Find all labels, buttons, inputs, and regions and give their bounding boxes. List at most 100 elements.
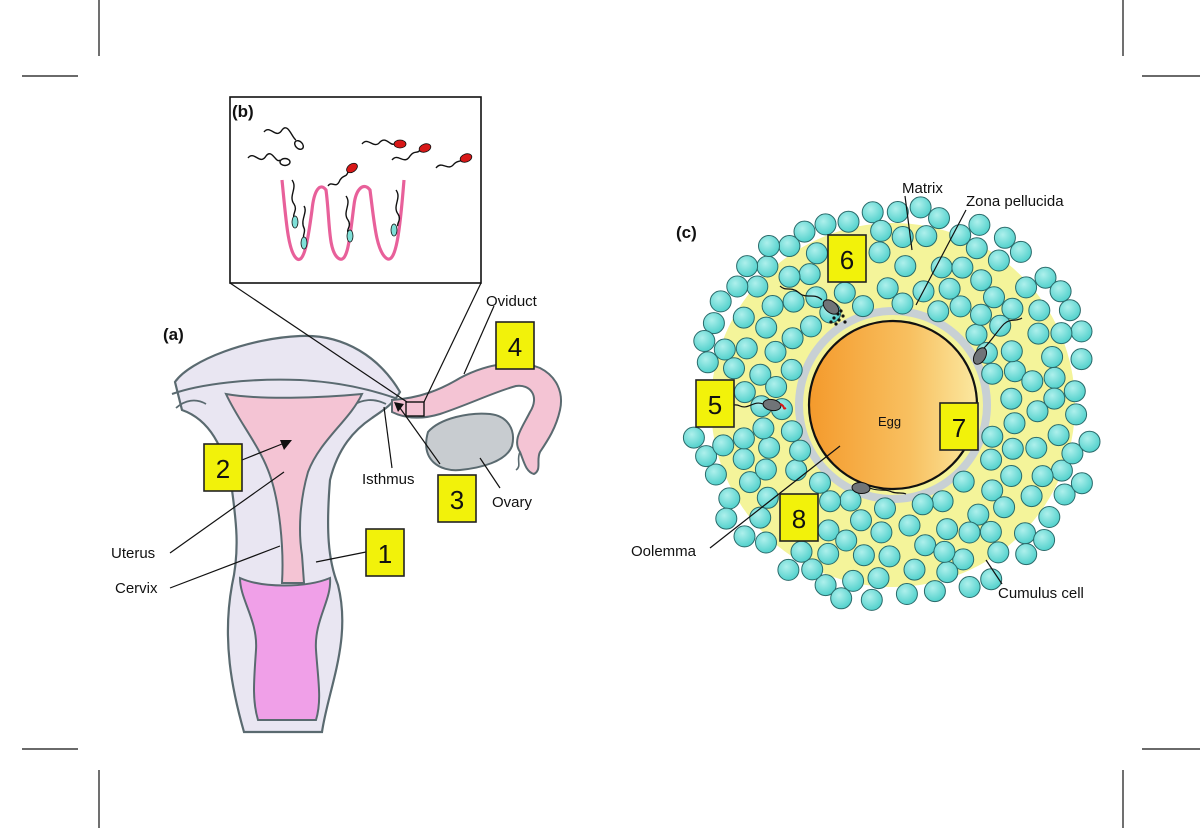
marker-6: 6 bbox=[827, 234, 867, 283]
cumulus-cell bbox=[785, 459, 808, 482]
cumulus-cell bbox=[965, 323, 988, 346]
cumulus-cell bbox=[931, 490, 954, 513]
cumulus-cell bbox=[800, 315, 822, 338]
cumulus-cell bbox=[695, 445, 718, 468]
panel-label-c: (c) bbox=[676, 223, 697, 242]
uterine-cavity bbox=[224, 392, 364, 584]
cumulus-cell bbox=[693, 330, 716, 352]
leader-lines-a bbox=[169, 305, 501, 589]
cumulus-cell bbox=[754, 458, 777, 481]
cumulus-cell bbox=[749, 363, 772, 386]
cumulus-cell bbox=[861, 201, 884, 224]
sperm-bound bbox=[291, 179, 401, 250]
cumulus-cell bbox=[1026, 400, 1049, 423]
oviduct-crypts bbox=[280, 179, 406, 262]
cumulus-cell bbox=[981, 362, 1004, 385]
cumulus-cell bbox=[798, 263, 821, 286]
label-uterus: Uterus bbox=[111, 545, 155, 562]
cumulus-cell bbox=[752, 417, 775, 440]
marker-6-label: 6 bbox=[840, 245, 854, 275]
cumulus-cell bbox=[718, 487, 741, 510]
cumulus-cell bbox=[830, 587, 853, 610]
cumulus-cell bbox=[715, 507, 738, 530]
cumulus-cell bbox=[967, 503, 990, 526]
marker-1-label: 1 bbox=[378, 539, 392, 569]
marker-4: 4 bbox=[495, 321, 535, 370]
cumulus-cell bbox=[809, 471, 831, 494]
zoom-line-right bbox=[423, 282, 482, 403]
cumulus-cell bbox=[989, 314, 1012, 337]
cumulus-cell bbox=[733, 525, 756, 548]
cumulus-cell bbox=[1015, 276, 1038, 299]
cumulus-cell bbox=[1041, 346, 1064, 368]
cumulus-cell bbox=[1043, 387, 1066, 410]
label-matrix: Matrix bbox=[902, 180, 943, 197]
cumulus-cell bbox=[850, 509, 872, 532]
cumulus-cell bbox=[709, 290, 732, 313]
cumulus-cell bbox=[805, 242, 828, 265]
cumulus-cell bbox=[1034, 266, 1057, 289]
cumulus-cell bbox=[735, 337, 758, 360]
cumulus-cell bbox=[777, 558, 800, 581]
sperm-red-heads bbox=[327, 139, 473, 187]
marker-7-label: 7 bbox=[952, 413, 966, 443]
cumulus-cell bbox=[1014, 522, 1036, 545]
cumulus-cell bbox=[968, 213, 991, 236]
cumulus-cell bbox=[936, 561, 959, 584]
marker-3-label: 3 bbox=[450, 485, 464, 515]
cumulus-cell bbox=[1025, 436, 1048, 459]
marker-2-label: 2 bbox=[216, 454, 230, 484]
cumulus-cell bbox=[852, 295, 874, 318]
cumulus-cell bbox=[817, 542, 840, 565]
label-isthmus: Isthmus bbox=[362, 471, 415, 488]
cumulus-cell bbox=[903, 558, 926, 581]
cumulus-cell bbox=[739, 471, 761, 494]
cumulus-cell bbox=[1070, 348, 1093, 371]
cumulus-cell bbox=[733, 381, 756, 404]
cumulus-cell bbox=[1003, 412, 1026, 435]
cumulus-cell bbox=[987, 249, 1010, 272]
cumulus-cell bbox=[1031, 465, 1054, 488]
ovary bbox=[425, 412, 514, 472]
cumulus-cell bbox=[801, 558, 824, 581]
cumulus-cell bbox=[867, 567, 890, 590]
vagina bbox=[238, 576, 332, 721]
cumulus-cell bbox=[704, 463, 727, 486]
label-oolemma: Oolemma bbox=[631, 543, 697, 560]
cumulus-cell bbox=[876, 277, 899, 300]
cumulus-cells bbox=[682, 196, 1101, 611]
cumulus-cell bbox=[891, 226, 914, 248]
oocyte-diagram bbox=[682, 195, 1101, 611]
cumulus-cell bbox=[732, 448, 755, 470]
cumulus-cell bbox=[761, 295, 784, 317]
cumulus-cell bbox=[891, 292, 914, 315]
cumulus-cell bbox=[1021, 370, 1044, 393]
cumulus-cell bbox=[928, 207, 950, 230]
cumulus-cell bbox=[923, 580, 946, 603]
cumulus-cell bbox=[898, 514, 921, 537]
cumulus-cell bbox=[949, 295, 972, 318]
cumulus-cell bbox=[970, 269, 993, 292]
cumulus-cell bbox=[958, 521, 981, 544]
cumulus-cell bbox=[860, 588, 883, 611]
cumulus-cell bbox=[1061, 442, 1084, 465]
marker-4-label: 4 bbox=[508, 332, 522, 362]
marker-2: 2 bbox=[203, 443, 243, 492]
marker-5: 5 bbox=[695, 379, 735, 428]
cumulus-cell bbox=[933, 540, 956, 563]
cumulus-cell bbox=[852, 544, 875, 567]
cumulus-cell bbox=[868, 241, 891, 264]
cumulus-cell bbox=[702, 312, 725, 335]
cumulus-cell bbox=[970, 303, 992, 326]
cumulus-cell bbox=[746, 275, 769, 298]
cumulus-cell bbox=[938, 277, 961, 300]
cumulus-cell bbox=[1043, 366, 1066, 389]
cumulus-cell bbox=[712, 434, 735, 457]
cumulus-cell bbox=[755, 316, 778, 339]
cumulus-cell bbox=[958, 576, 981, 598]
oviduct-zoom-box bbox=[405, 401, 425, 417]
cumulus-cell bbox=[778, 265, 801, 288]
cumulus-cell bbox=[1050, 322, 1073, 345]
cumulus-cell bbox=[780, 420, 803, 443]
